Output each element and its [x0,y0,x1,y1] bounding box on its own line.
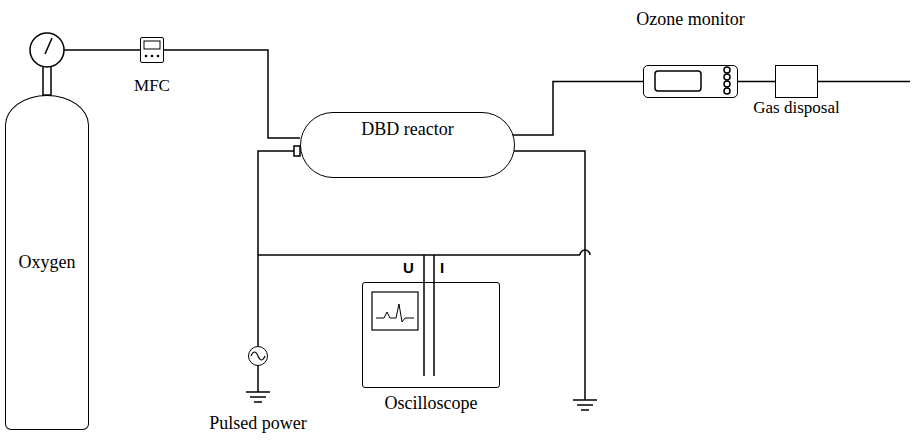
mass-flow-controller: MFC [140,37,164,63]
reactor-capsule: DBD reactor [300,112,515,178]
ozone-monitor: Ozone monitor [643,65,738,98]
monitor-knob [724,74,730,80]
probe-label: I [440,259,444,276]
power-wire [258,151,300,346]
gauge-needle [45,38,52,54]
mfc-button [151,55,154,58]
node-label: Gas disposal [753,98,839,118]
node-label: Oscilloscope [385,393,478,414]
node-label: Oxygen [19,252,76,273]
current-probe [433,255,435,376]
ground-symbol [581,409,589,411]
pressure-gauge [30,33,64,67]
node-label: DBD reactor [361,119,453,140]
mfc-button [145,55,148,58]
gauge-stem [43,66,51,95]
ground-wire [257,366,259,392]
monitor-display [655,71,701,91]
measure-wire [258,254,580,256]
gas-cylinder: Oxygen [5,95,89,430]
monitor-knob [724,88,730,94]
voltage-probe [423,255,425,376]
scope-waveform [376,304,414,322]
wire-crossing [580,250,590,255]
gas-exit-line [818,81,910,83]
scope-screen [372,292,418,330]
oscilloscope: Oscilloscope [362,282,500,388]
ground-wire [514,151,585,400]
monitor-knob [724,81,730,87]
probe-label: U [403,259,414,276]
ground-symbol [254,401,262,403]
monitor-knob [724,67,730,73]
ground-symbol [246,391,270,393]
mfc-display [144,41,160,49]
node-label: Pulsed power [209,413,307,434]
ground-symbol [250,396,266,398]
ac-source-symbol [251,352,265,360]
mfc-button [157,55,160,58]
gas-line [738,81,775,83]
pulsed-power-source: Pulsed power [248,346,268,366]
ground-symbol [577,404,593,406]
node-label: Ozone monitor [636,9,744,30]
gas-disposal-box: Gas disposal [775,65,818,98]
gas-line [164,50,300,138]
ground-symbol [573,399,597,401]
gas-line [513,82,643,136]
node-label: MFC [134,76,170,96]
electrode-terminal [294,146,300,156]
